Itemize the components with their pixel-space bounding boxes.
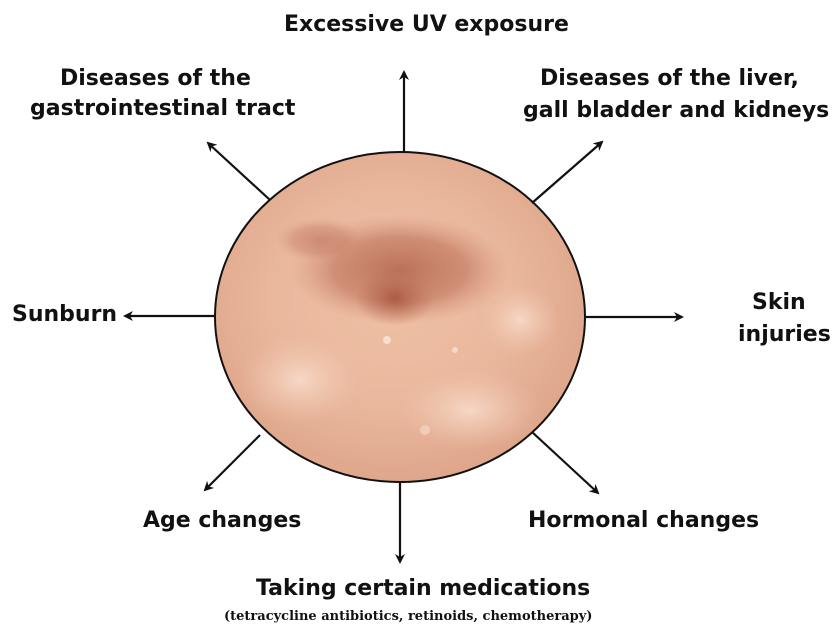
cause-skin-injuries-line2: injuries — [738, 322, 831, 348]
arrow-icon-down-left — [205, 435, 260, 490]
cause-gastrointestinal-line2: gastrointestinal tract — [30, 96, 295, 122]
cause-gastrointestinal-line1: Diseases of the — [60, 66, 251, 92]
cause-hormonal-changes: Hormonal changes — [528, 508, 759, 534]
cause-liver-diseases-line1: Diseases of the liver, — [540, 66, 799, 92]
cause-skin-injuries-line1: Skin — [752, 290, 806, 316]
arrow-icon-up-left — [208, 143, 270, 200]
arrow-icon-up-right — [532, 142, 602, 203]
cause-certain-medications: Taking certain medications — [256, 576, 590, 602]
skin-pigmentation-spot-icon — [215, 152, 585, 482]
cause-age-changes: Age changes — [143, 508, 301, 534]
arrow-icon-down-right — [532, 432, 598, 493]
medications-examples: (tetracycline antibiotics, retinoids, ch… — [224, 609, 592, 624]
cause-liver-diseases-line2: gall bladder and kidneys — [523, 98, 829, 124]
cause-excessive-uv-exposure: Excessive UV exposure — [284, 12, 569, 38]
cause-sunburn: Sunburn — [12, 302, 117, 328]
